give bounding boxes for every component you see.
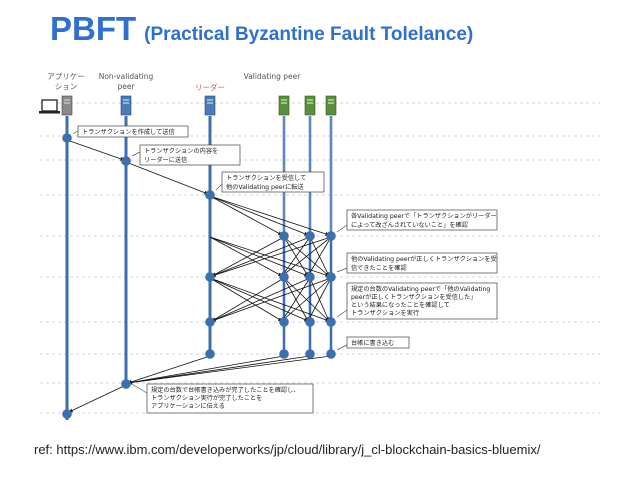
server-icon <box>61 95 73 116</box>
svg-text:トランザクションを受信して: トランザクションを受信して <box>226 174 306 182</box>
svg-text:アプリケーションに伝える: アプリケーションに伝える <box>151 402 225 410</box>
svg-text:規定の台数で台帳書き込みが完了したことを確認し、: 規定の台数で台帳書き込みが完了したことを確認し、 <box>151 386 300 394</box>
title-main: PBFT <box>50 10 137 47</box>
server-icon <box>325 95 337 116</box>
svg-text:トランザクションを作成して送信: トランザクションを作成して送信 <box>82 128 175 136</box>
validating-label: Validating peer <box>244 72 302 81</box>
note-box: 規定の台数のValidating peerで「他のValidating peer… <box>346 282 498 320</box>
server-icon <box>120 95 132 116</box>
note-box: トランザクションを受信して 他のValidating peerに転送 <box>221 171 325 193</box>
svg-text:によって改ざんされていないこと」を確認: によって改ざんされていないこと」を確認 <box>351 221 468 229</box>
server-icon <box>304 95 316 116</box>
svg-text:規定の台数のValidating peerで「他のValid: 規定の台数のValidating peerで「他のValidating <box>351 285 490 293</box>
svg-text:他のValidating peerに転送: 他のValidating peerに転送 <box>226 183 304 191</box>
svg-text:他のValidating peerが正しくトランザクションを: 他のValidating peerが正しくトランザクションを受 <box>351 255 497 263</box>
server-icon <box>278 95 290 116</box>
note-box: 各Validating peerで「トランザクションがリーダー によって改ざんさ… <box>346 209 498 231</box>
note-box: トランザクションの内容を リーダーに送信 <box>139 144 241 166</box>
message-arrows <box>66 139 332 413</box>
svg-text:各Validating peerで「トランザクションがリーダ: 各Validating peerで「トランザクションがリーダー <box>351 212 497 220</box>
application-label-2: ション <box>55 82 78 91</box>
svg-text:信できたことを確認: 信できたことを確認 <box>351 264 407 272</box>
note-box: 他のValidating peerが正しくトランザクションを受 信できたことを確… <box>346 252 498 274</box>
svg-text:トランザクションの内容を: トランザクションの内容を <box>144 147 218 155</box>
svg-text:台帳に書き込む: 台帳に書き込む <box>351 339 394 347</box>
svg-text:トランザクション実行が完了したことを: トランザクション実行が完了したことを <box>151 394 262 402</box>
lifeline-nodes <box>62 133 336 419</box>
svg-text:peerが正しくトランザクションを受信した」: peerが正しくトランザクションを受信した」 <box>351 293 476 301</box>
note-box: トランザクションを作成して送信 <box>77 125 189 138</box>
server-icon <box>204 95 216 116</box>
application-label: アプリケー <box>47 72 85 81</box>
title-sub: (Practical Byzantine Fault Tolelance) <box>144 24 474 45</box>
svg-text:という結果になったことを確認して: という結果になったことを確認して <box>351 301 450 309</box>
reference-link[interactable]: ref: https://www.ibm.com/developerworks/… <box>34 442 541 457</box>
note-box: 台帳に書き込む <box>346 336 410 349</box>
note-box: 規定の台数で台帳書き込みが完了したことを確認し、 トランザクション実行が完了した… <box>146 383 314 414</box>
svg-text:トランザクションを実行: トランザクションを実行 <box>351 309 419 317</box>
note-connectors <box>72 130 348 394</box>
leader-label: リーダー <box>195 82 225 92</box>
non-validating-label-2: peer <box>117 82 135 91</box>
svg-text:リーダーに送信: リーダーに送信 <box>144 156 187 164</box>
laptop-icon <box>39 99 60 114</box>
pbft-sequence-diagram: アプリケー ション Non-validating peer リーダー Valid… <box>39 72 600 420</box>
non-validating-label: Non-validating <box>99 72 154 81</box>
slide-title: PBFT (Practical Byzantine Fault Tolelance… <box>50 10 473 48</box>
